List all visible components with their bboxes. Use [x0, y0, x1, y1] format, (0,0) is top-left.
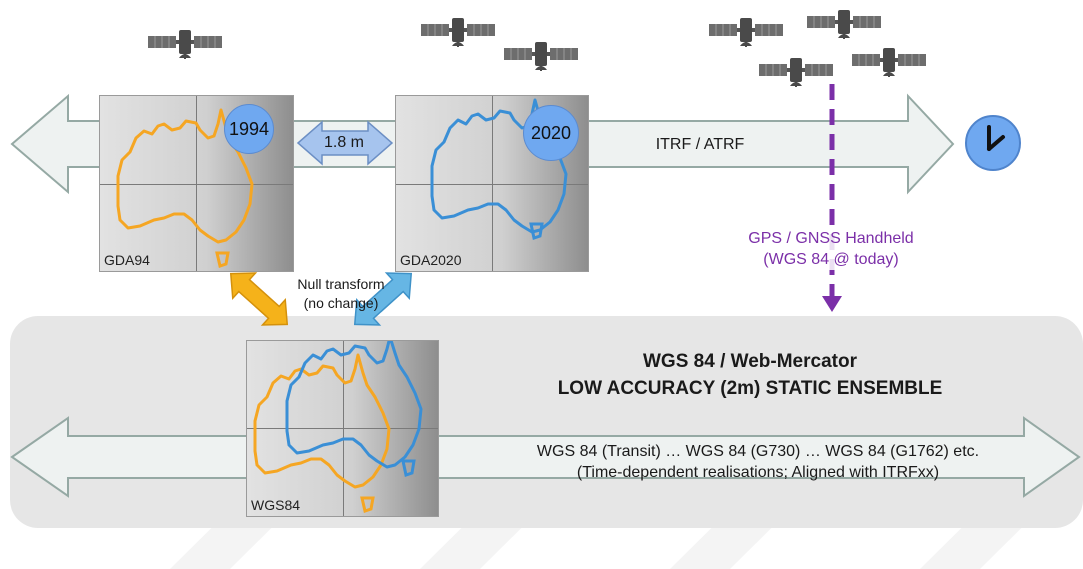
gda2020-year: 2020 — [530, 122, 572, 143]
gda2020-label: GDA2020 — [400, 252, 462, 268]
gda2020-null-transform-arrow — [353, 272, 413, 326]
wgs84-panel-title: WGS 84 / Web-Mercator LOW ACCURACY (2m) … — [480, 348, 1020, 402]
wgs84-map-label: WGS84 — [251, 497, 301, 513]
handheld-arrowhead — [822, 296, 842, 312]
wgs84-map: WGS84 — [246, 340, 439, 517]
australia-outline-orange — [116, 108, 254, 268]
clock-icon — [965, 115, 1021, 171]
satellite-icon — [421, 18, 495, 47]
gda2020-year-badge: 2020 — [523, 105, 579, 161]
satellite-icon — [759, 58, 833, 87]
satellite-icon — [504, 42, 578, 71]
handheld-line2: (WGS 84 @ today) — [761, 249, 901, 270]
wgs84-realisations: WGS 84 (Transit) … WGS 84 (G730) … WGS 8… — [536, 443, 980, 460]
gda94-year: 1994 — [228, 118, 270, 139]
null-transform-note: Null transform (no change) — [286, 275, 396, 313]
wgs84-realisations-note: WGS 84 (Transit) … WGS 84 (G730) … WGS 8… — [450, 441, 1066, 483]
shift-label: 1.8 m — [323, 134, 364, 151]
gda94-year-badge: 1994 — [224, 104, 274, 154]
wgs84-title-line2: LOW ACCURACY (2m) STATIC ENSEMBLE — [557, 378, 943, 399]
null-transform-line1: Null transform — [297, 276, 385, 292]
gda94-null-transform-arrow — [229, 272, 289, 326]
australia-outlines-overlay — [253, 341, 423, 513]
itrf-atrf-label: ITRF / ATRF — [655, 136, 745, 153]
satellite-icon — [807, 10, 881, 39]
handheld-line1: GPS / GNSS Handheld — [746, 228, 916, 249]
null-transform-line2: (no change) — [303, 295, 379, 311]
satellite-icon — [148, 30, 222, 59]
wgs84-realisations-subnote: (Time-dependent realisations; Aligned wi… — [576, 464, 940, 481]
wgs84-title-line1: WGS 84 / Web-Mercator — [643, 351, 857, 372]
handheld-note: GPS / GNSS Handheld (WGS 84 @ today) — [700, 228, 962, 270]
satellite-icon — [709, 18, 783, 47]
satellite-icon — [852, 48, 926, 77]
gda94-label: GDA94 — [104, 252, 150, 268]
shift-arrow — [296, 120, 394, 166]
